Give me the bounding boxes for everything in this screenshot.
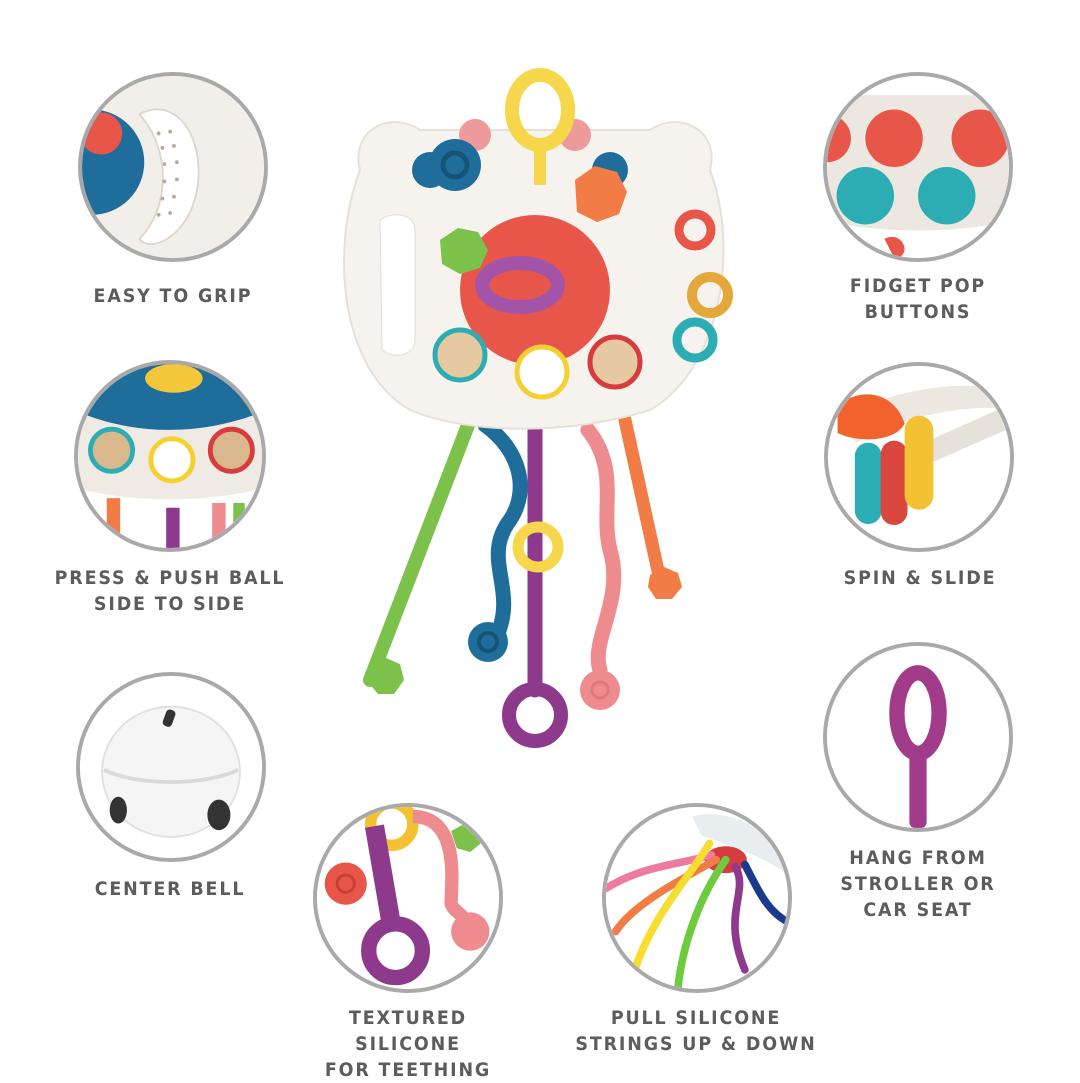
product-image [320,50,760,770]
feature-label: PULL SILICONE STRINGS UP & DOWN [575,1007,817,1055]
feature-label: HANG FROM STROLLER OR CAR SEAT [840,847,996,921]
teether-icon [313,803,503,993]
grip-handle-icon [78,72,268,262]
feature-label: SPIN & SLIDE [843,567,997,589]
feature-label: FIDGET POP BUTTONS [849,275,987,323]
pop-buttons-icon [823,72,1013,262]
pull-strings-icon [602,803,792,993]
push-ball-icon [74,360,266,552]
feature-label: PRESS & PUSH BALL SIDE TO SIDE [54,567,286,615]
feature-label: EASY TO GRIP [93,285,253,307]
feature-label: CENTER BELL [94,878,246,900]
hang-loop-icon [823,642,1013,832]
bell-icon [76,672,266,862]
feature-label: TEXTURED SILICONE FOR TEETHING [324,1007,492,1081]
spin-rings-icon [824,362,1014,552]
